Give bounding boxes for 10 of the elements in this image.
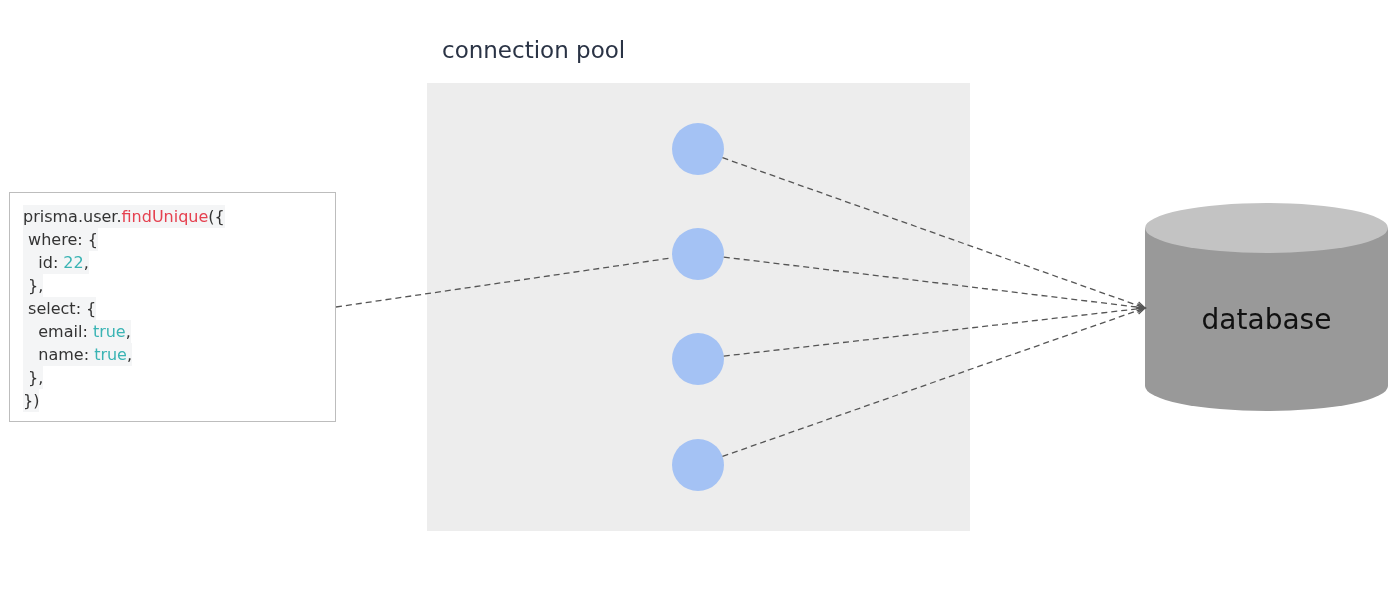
code-panel [9,192,336,422]
dashed-arrow [723,256,1146,312]
connection-circle [672,123,724,175]
dashed-arrow [721,306,1146,458]
connection-circle [672,439,724,491]
panel-title: connection pool [442,36,626,64]
cylinder-label: database [1201,303,1332,337]
connection-circle [672,333,724,385]
dashed-arrow [721,157,1146,310]
connection-circle [672,228,724,280]
